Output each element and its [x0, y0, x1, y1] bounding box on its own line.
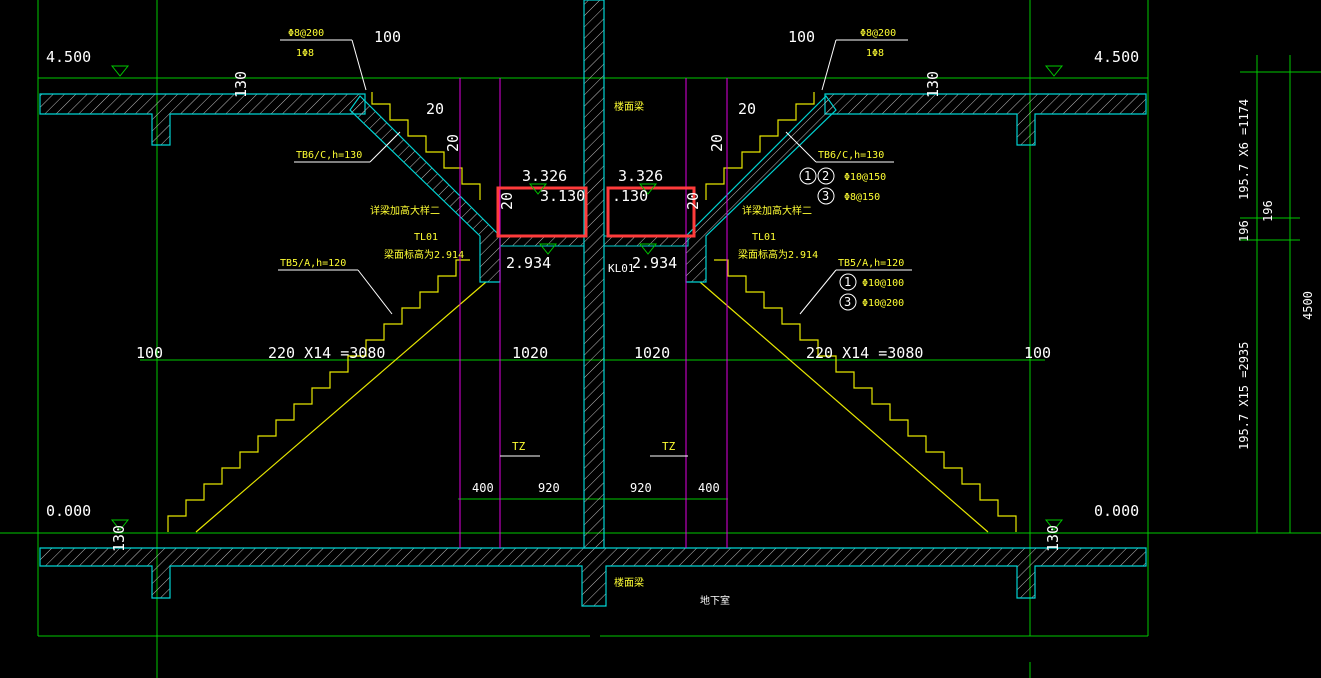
- dim-step-20-left-v: 20: [444, 134, 462, 152]
- dim-step-20-right: 20: [738, 100, 756, 118]
- lower-left-steps: [167, 259, 470, 532]
- bottom-slab: [39, 547, 1147, 607]
- note-tz-right: TZ: [662, 440, 676, 453]
- dim-step-20-right-v: 20: [708, 134, 726, 152]
- dim-mid-left: 1020: [512, 344, 548, 362]
- note-tz-left: TZ: [512, 440, 526, 453]
- elev-landing-right: 3.326: [618, 167, 663, 185]
- highlight-box-left[interactable]: [496, 186, 588, 238]
- dim-tz-920-left: 920: [538, 481, 560, 495]
- elev-beam-top-left: 3.130: [540, 187, 585, 205]
- callout-circles: [799, 167, 857, 311]
- dim-edge-right: 100: [1024, 344, 1051, 362]
- dim-span-right: 220 X14 =3080: [806, 344, 923, 362]
- note-rebar-top-left-2: 1Φ8: [296, 48, 314, 59]
- dim-edge-left: 100: [136, 344, 163, 362]
- dim-top-100-left: 100: [374, 28, 401, 46]
- dim-vert-mid2: 196: [1261, 200, 1275, 222]
- dim-vert-mid: 196: [1237, 220, 1251, 242]
- note-rebar-tb6-a: Φ10@150: [844, 172, 886, 183]
- note-tl01-right: TL01: [752, 232, 776, 243]
- dim-beam-20-right: 20: [684, 192, 702, 210]
- dim-130-bottom-left: 130: [110, 525, 128, 552]
- elev-top-right: 4.500: [1094, 48, 1139, 66]
- lower-right-soffit: [699, 281, 989, 533]
- dim-vert-total: 4500: [1301, 291, 1315, 320]
- lower-right-steps: [714, 259, 1017, 532]
- dim-span-left: 220 X14 =3080: [268, 344, 385, 362]
- dim-mid-right: 1020: [634, 344, 670, 362]
- lower-left-soffit: [195, 281, 487, 533]
- floor-slabs: [39, 0, 1147, 607]
- dim-tz-400-left: 400: [472, 481, 494, 495]
- note-floor-beam-top: 楼面梁: [614, 100, 644, 113]
- note-tb5-left: TB5/A,h=120: [280, 258, 346, 269]
- note-beam-right: 详梁加高大样二: [742, 204, 812, 217]
- note-tb6-left: TB6/C,h=130: [296, 150, 362, 161]
- note-rebar-tb5-b: Φ10@200: [862, 298, 904, 309]
- center-wall: [583, 0, 605, 549]
- note-rebar-top-left: Φ8@200: [288, 28, 324, 39]
- note-beam-left: 详梁加高大样二: [370, 204, 440, 217]
- elev-landing-low-left: 2.934: [506, 254, 551, 272]
- note-rebar-top-right: Φ8@200: [860, 28, 896, 39]
- note-rebar-top-right-2: 1Φ8: [866, 48, 884, 59]
- note-basement: 地下室: [700, 594, 730, 607]
- dim-130-top-left: 130: [232, 71, 250, 98]
- elev-landing-low-right: 2.934: [632, 254, 677, 272]
- elev-landing-left: 3.326: [522, 167, 567, 185]
- note-tl01-left: TL01: [414, 232, 438, 243]
- callout-2: 2: [822, 169, 829, 183]
- note-rebar-tb5-a: Φ10@100: [862, 278, 904, 289]
- upper-left-steps: [371, 92, 481, 200]
- axis-lines: [459, 78, 728, 548]
- stair-flights: [167, 92, 1017, 533]
- note-tb5-right: TB5/A,h=120: [838, 258, 904, 269]
- elev-bottom-left: 0.000: [46, 502, 91, 520]
- dim-vert-top: 195.7 X6 =1174: [1237, 99, 1251, 200]
- note-beam-elev-left: 梁面标高为2.914: [384, 248, 464, 261]
- elev-beam-top-right: .130: [612, 187, 648, 205]
- dim-tz-400-right: 400: [698, 481, 720, 495]
- dim-step-20-left: 20: [426, 100, 444, 118]
- dim-tz-920-right: 920: [630, 481, 652, 495]
- dim-vert-bottom: 195.7 X15 =2935: [1237, 342, 1251, 450]
- note-kl01: KL01: [608, 262, 635, 275]
- dim-top-100-right: 100: [788, 28, 815, 46]
- callout-3b: 3: [844, 295, 851, 309]
- callout-1b: 1: [844, 275, 851, 289]
- top-slab-right: [824, 93, 1147, 146]
- note-tb6-right: TB6/C,h=130: [818, 150, 884, 161]
- note-rebar-tb6-b: Φ8@150: [844, 192, 880, 203]
- elevation-markers: [110, 65, 1064, 531]
- callout-1: 1: [804, 169, 811, 183]
- note-beam-elev-right: 梁面标高为2.914: [738, 248, 818, 261]
- dim-beam-20-left: 20: [498, 192, 516, 210]
- note-floor-beam-bottom: 楼面梁: [614, 576, 644, 589]
- elev-top-left: 4.500: [46, 48, 91, 66]
- elev-bottom-right: 0.000: [1094, 502, 1139, 520]
- dim-130-top-right: 130: [924, 71, 942, 98]
- callout-3: 3: [822, 189, 829, 203]
- upper-right-steps: [705, 92, 815, 200]
- dim-130-bottom-right: 130: [1044, 525, 1062, 552]
- top-slab-left: [39, 93, 366, 146]
- leader-lines: [278, 39, 912, 457]
- highlight-box-right[interactable]: [606, 186, 696, 238]
